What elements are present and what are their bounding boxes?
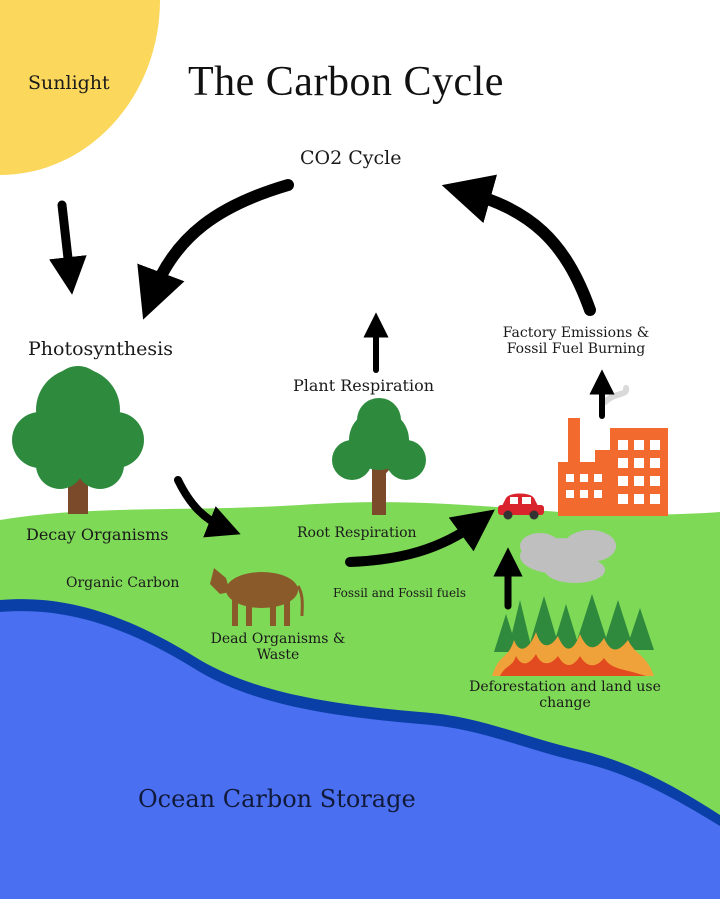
dead-organisms-label: Dead Organisms & Waste <box>194 631 362 663</box>
fossil-fuels-label: Fossil and Fossil fuels <box>333 586 467 600</box>
factory-emissions-label: Factory Emissions & Fossil Fuel Burning <box>486 325 666 357</box>
dead-organisms-line-2: Waste <box>256 647 300 663</box>
sunlight-label: Sunlight <box>28 72 110 94</box>
smoke-cloud-icon <box>520 530 616 583</box>
cow-icon <box>210 568 304 626</box>
dead-organisms-line-1: Dead Organisms & <box>210 631 346 647</box>
co2-cycle-label: CO2 Cycle <box>300 147 402 169</box>
arrow-factory-to-co2 <box>441 174 596 316</box>
deforestation-line-1: Deforestation and land use <box>469 679 661 695</box>
ocean-area <box>0 611 720 899</box>
ocean-carbon-storage-label: Ocean Carbon Storage <box>138 785 416 813</box>
arrow-root-respiration <box>345 509 495 567</box>
tree-icon <box>12 366 144 514</box>
factory-emissions-line-2: Fossil Fuel Burning <box>506 341 646 357</box>
diagram-title: The Carbon Cycle <box>188 59 504 105</box>
decay-organisms-label: Decay Organisms <box>26 525 169 544</box>
root-respiration-label: Root Respiration <box>297 525 417 541</box>
deforestation-label: Deforestation and land use change <box>455 679 675 711</box>
plant-respiration-label: Plant Respiration <box>293 376 434 395</box>
arrow-sunlight-down <box>49 200 87 295</box>
arrow-co2-to-photosynthesis <box>137 179 294 320</box>
deforestation-line-2: change <box>539 695 591 711</box>
car-icon <box>498 493 544 520</box>
sun-shape <box>0 0 160 175</box>
arrow-photosynthesis-to-decay <box>174 476 241 538</box>
organic-carbon-label: Organic Carbon <box>66 575 180 591</box>
photosynthesis-label: Photosynthesis <box>28 338 173 360</box>
factory-emissions-line-1: Factory Emissions & <box>502 325 650 341</box>
tree-icon <box>332 398 426 515</box>
arrows <box>49 174 615 610</box>
burning-forest-icon <box>492 594 654 676</box>
factory-icon <box>558 385 668 516</box>
